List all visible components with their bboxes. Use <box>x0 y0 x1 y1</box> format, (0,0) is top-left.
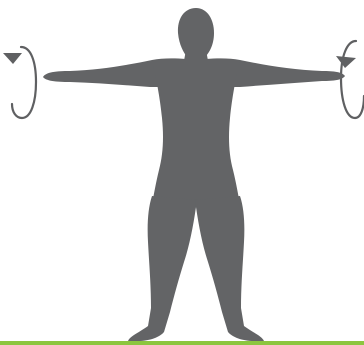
right-rotation-arrow-icon <box>336 41 364 118</box>
left-rotation-arrow-icon <box>3 47 36 118</box>
figure-right-leg <box>195 196 264 341</box>
figure-head <box>178 8 214 57</box>
figure-left-leg <box>128 196 197 341</box>
ground-line <box>0 341 364 345</box>
figure-torso <box>152 62 240 204</box>
human-figure-silhouette <box>43 8 345 341</box>
